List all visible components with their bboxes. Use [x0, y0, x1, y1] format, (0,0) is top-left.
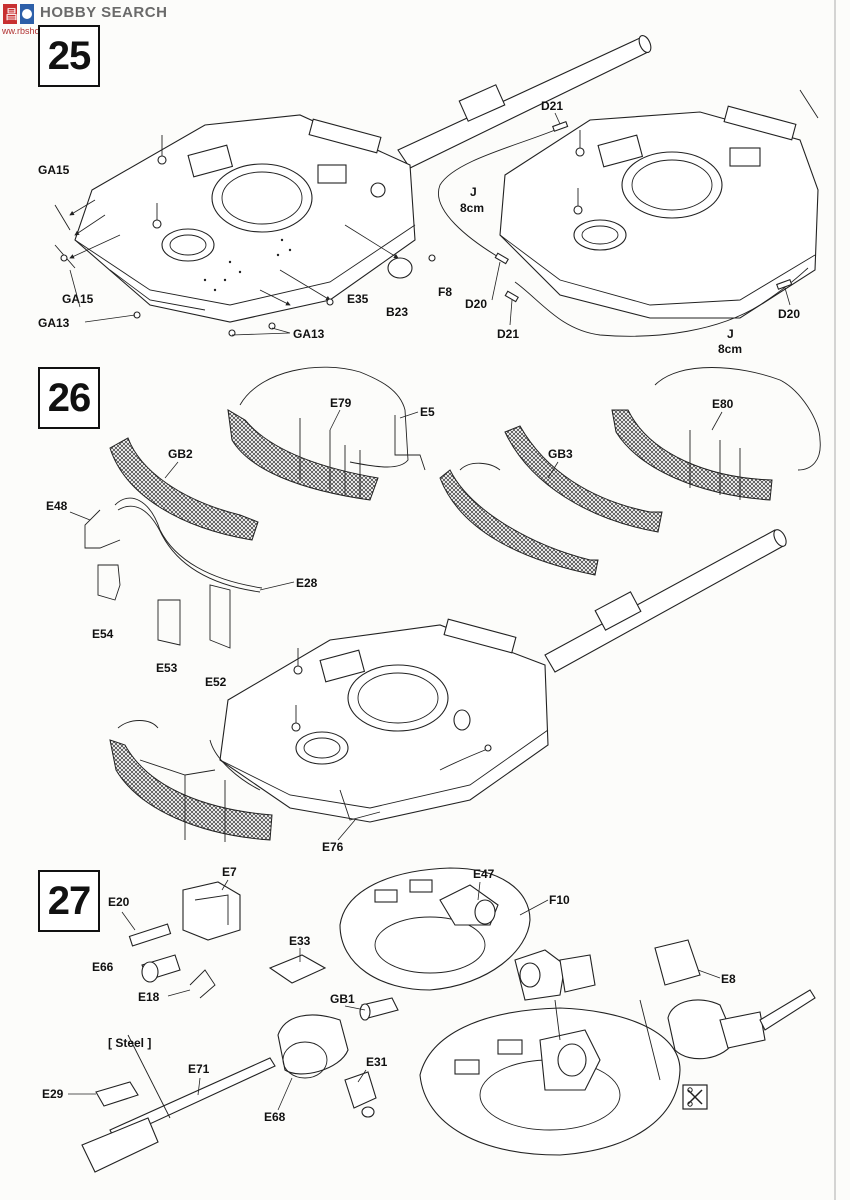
- label-d20-right: D20: [778, 307, 800, 321]
- step-26-basket-e79: [227, 366, 426, 501]
- label-e8: E8: [721, 972, 736, 986]
- step-27-turret-interior: [339, 867, 816, 1156]
- step-27-mg-mount: [128, 881, 241, 999]
- label-d21-bottom: D21: [497, 327, 519, 341]
- label-steel: [ Steel ]: [108, 1036, 151, 1050]
- label-e54: E54: [92, 627, 114, 641]
- label-e20: E20: [108, 895, 130, 909]
- label-e5: E5: [420, 405, 435, 419]
- step-number-26: 26: [38, 367, 100, 429]
- step-25-left-turret: [54, 34, 652, 337]
- step-27-steel-barrel: [81, 1034, 276, 1173]
- label-b23: B23: [386, 305, 408, 319]
- label-e66: E66: [92, 960, 114, 974]
- label-ga13-right: GA13: [293, 327, 325, 341]
- label-d21-top: D21: [541, 99, 563, 113]
- label-gb3: GB3: [548, 447, 573, 461]
- label-gb2: GB2: [168, 447, 193, 461]
- step-25-right-turret: [438, 89, 819, 337]
- label-j-left-length: 8cm: [460, 201, 484, 215]
- watermark-logo: 昌 HOBBY SEARCH ww.rbshop.com: [0, 0, 167, 40]
- label-e47: E47: [473, 867, 495, 881]
- label-e48: E48: [46, 499, 68, 513]
- step-26-right-baskets: [439, 367, 821, 576]
- label-e52: E52: [205, 675, 227, 689]
- label-e7: E7: [222, 865, 237, 879]
- label-e80: E80: [712, 397, 734, 411]
- label-e79: E79: [330, 396, 352, 410]
- step-26-rail-e28: [84, 497, 263, 649]
- step-number-27: 27: [38, 870, 100, 932]
- label-f8: F8: [438, 285, 452, 299]
- label-j-right-length: 8cm: [718, 342, 742, 356]
- step-26-assembled-turret: [109, 529, 787, 842]
- label-e18: E18: [138, 990, 160, 1004]
- label-e29: E29: [42, 1087, 64, 1101]
- hobby-search-logo-icon: 昌: [3, 4, 34, 24]
- svg-text:昌: 昌: [5, 8, 18, 23]
- label-e76: E76: [322, 840, 344, 854]
- label-ga13-left: GA13: [38, 316, 70, 330]
- label-e71: E71: [188, 1062, 210, 1076]
- watermark-brand: HOBBY SEARCH: [40, 4, 168, 21]
- label-f10: F10: [549, 893, 570, 907]
- label-e33: E33: [289, 934, 311, 948]
- label-e35: E35: [347, 292, 369, 306]
- watermark-url: ww.rbshop.com: [2, 26, 65, 36]
- label-j-left: J: [470, 185, 477, 199]
- label-e53: E53: [156, 661, 178, 675]
- step-number-25: 25: [38, 25, 100, 87]
- label-d20-left: D20: [465, 297, 487, 311]
- label-gb1: GB1: [330, 992, 355, 1006]
- cut-icon: [682, 1084, 708, 1110]
- label-ga15-top: GA15: [38, 163, 70, 177]
- label-e31: E31: [366, 1055, 388, 1069]
- label-e28: E28: [296, 576, 318, 590]
- step-27-mantlet: [268, 954, 399, 1118]
- label-j-right: J: [727, 327, 734, 341]
- part-gb2-mesh: [109, 437, 259, 541]
- label-e68: E68: [264, 1110, 286, 1124]
